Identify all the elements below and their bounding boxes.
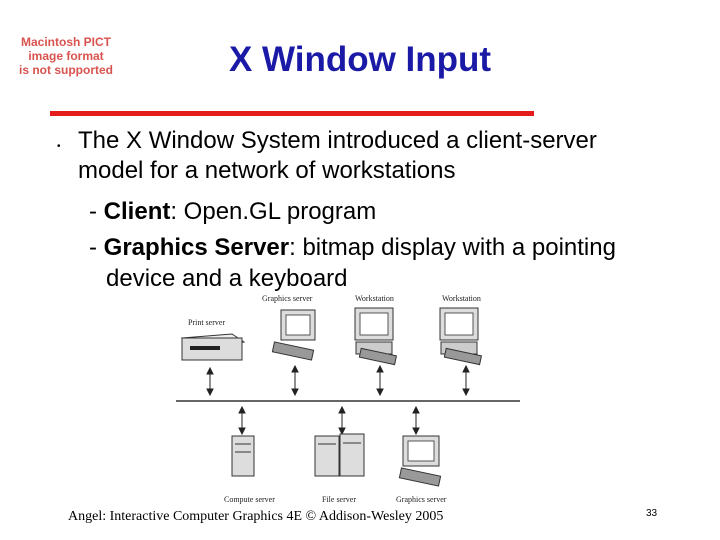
slide-title: X Window Input [228,40,492,79]
connector-arrows [206,364,470,436]
graphics-server-bottom-label: Graphics server [396,495,447,504]
file-server-icon [314,433,365,477]
print-server-label: Print server [188,318,225,327]
bullet-dot: • [57,141,61,152]
graphics-server-description-line-2: device and a keyboard [106,265,348,292]
sub-bullet-dash: - [89,198,104,225]
unsupported-image-placeholder: Macintosh PICT image format is not suppo… [8,35,124,77]
sub-bullet-client: - Client: Open.GL program [89,197,376,227]
network-diagram: Print server Graphics server Workstation… [176,294,520,504]
graphics-server-description: : bitmap display with a pointing [289,234,616,261]
graphics-server-top-label: Graphics server [262,294,313,303]
footer-citation: Angel: Interactive Computer Graphics 4E … [68,509,444,524]
workstation-2-label: Workstation [442,294,481,303]
bullet-line-2: model for a network of workstations [78,157,456,184]
file-server-label: File server [322,495,356,504]
title-underline [50,111,534,116]
bullet-line-1: The X Window System introduced a client-… [78,127,597,154]
compute-server-icon [231,435,255,477]
sub-bullet-dash: - [89,234,104,261]
placeholder-line-2: image format [28,49,104,63]
workstation-1-icon [354,307,398,366]
client-term: Client [103,198,171,225]
compute-server-label: Compute server [224,495,275,504]
client-description: : Open.GL program [170,198,377,225]
placeholder-line-1: Macintosh PICT [20,35,111,49]
sub-bullet-graphics-server: - Graphics Server: bitmap display with a… [89,233,616,263]
graphics-server-term: Graphics Server [103,234,290,261]
placeholder-line-3: is not supported [19,63,113,77]
graphics-server-bottom-icon [398,435,442,487]
graphics-server-top-icon [271,309,316,361]
workstation-2-icon [439,307,483,366]
print-server-icon [180,333,246,361]
page-number: 33 [646,508,658,519]
workstation-1-label: Workstation [355,294,394,303]
